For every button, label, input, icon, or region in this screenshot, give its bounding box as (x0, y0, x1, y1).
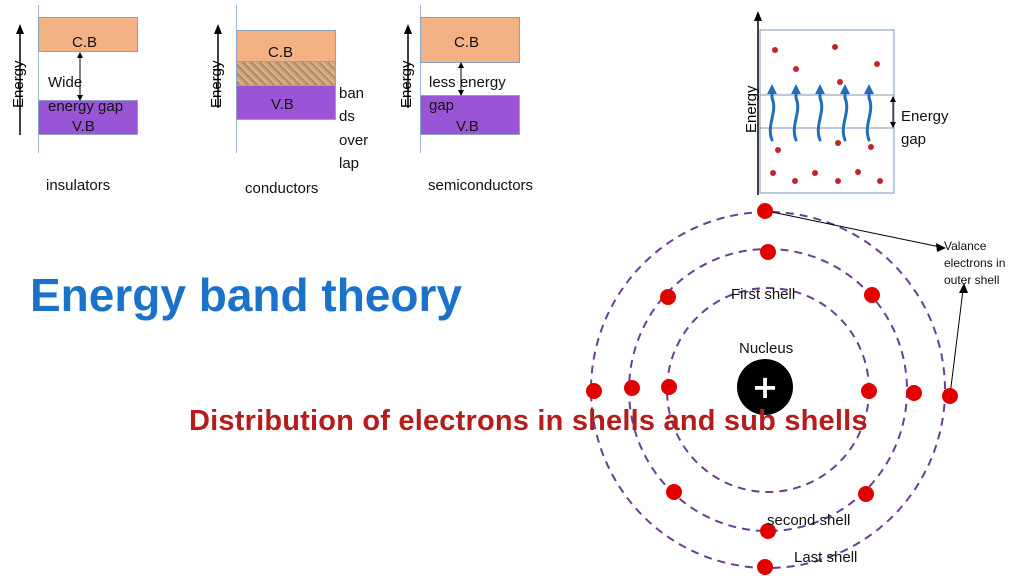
page-title: Energy band theory (30, 269, 462, 321)
band-gap-label-2: gap (901, 131, 927, 148)
band-gap-figure (754, 11, 896, 195)
conductors-valence-band (236, 85, 336, 120)
semiconductors-vb-label: V.B (456, 118, 479, 135)
insulators-cb-label: C.B (72, 34, 98, 51)
conductors-conduction-band (236, 30, 336, 63)
nucleus (737, 359, 793, 415)
insulators-energy-axis (16, 24, 24, 135)
conductors-note-2: ds (339, 108, 355, 125)
page-subtitle: Distribution of electrons in shells and … (189, 405, 868, 437)
electron (757, 203, 773, 219)
semiconductors-gap-label-1: less energy (429, 74, 506, 91)
semiconductors-gap-arrow (458, 62, 464, 96)
second-shell-label: second shell (767, 512, 851, 529)
electron (942, 388, 958, 404)
insulators-baseline (38, 5, 39, 153)
insulators-conduction-band (38, 17, 138, 52)
electron (760, 523, 776, 539)
electron (586, 383, 602, 399)
band-gap-label-1: Energy (901, 108, 949, 125)
electron (660, 289, 676, 305)
insulators-gap-label-1: Wide (48, 74, 83, 91)
electron (661, 379, 677, 395)
first-shell-label: First shell (731, 286, 796, 303)
electron (666, 484, 682, 500)
conductors-caption: conductors (245, 180, 319, 197)
conductors-note-3: over (339, 132, 369, 149)
semiconductors-baseline (420, 5, 421, 153)
electron (864, 287, 880, 303)
valence-label-2: electrons in (944, 256, 1006, 270)
insulators-gap-label-2: energy gap (48, 98, 124, 115)
electron (757, 559, 773, 575)
semiconductors-energy-axis (404, 24, 412, 108)
electron (861, 383, 877, 399)
valence-label-1: Valance (944, 239, 987, 253)
conductors-cb-label: C.B (268, 44, 294, 61)
insulators-caption: insulators (46, 177, 111, 194)
conductors-overlap-region (236, 61, 336, 87)
semiconductors-cb-label: C.B (454, 34, 480, 51)
conductors-energy-axis (214, 24, 222, 108)
conductors-note-4: lap (339, 155, 360, 172)
electron (906, 385, 922, 401)
insulators-gap-arrow (77, 52, 83, 101)
conductors-vb-label: V.B (271, 96, 294, 113)
last-shell-label: Last shell (794, 549, 858, 566)
insulators-vb-label: V.B (72, 118, 95, 135)
insulators-valence-band (38, 100, 138, 135)
semiconductors-valence-band (420, 95, 520, 135)
semiconductors-caption: semiconductors (428, 177, 534, 194)
conductors-note-1: ban (339, 85, 365, 102)
electron (858, 486, 874, 502)
electron (624, 380, 640, 396)
valence-label-3: outer shell (944, 273, 1000, 287)
semiconductors-conduction-band (420, 17, 520, 63)
electron (760, 244, 776, 260)
nucleus-plus-icon: + (751, 368, 779, 406)
nucleus-label: Nucleus (739, 340, 794, 357)
semiconductors-gap-label-2: gap (429, 97, 455, 114)
